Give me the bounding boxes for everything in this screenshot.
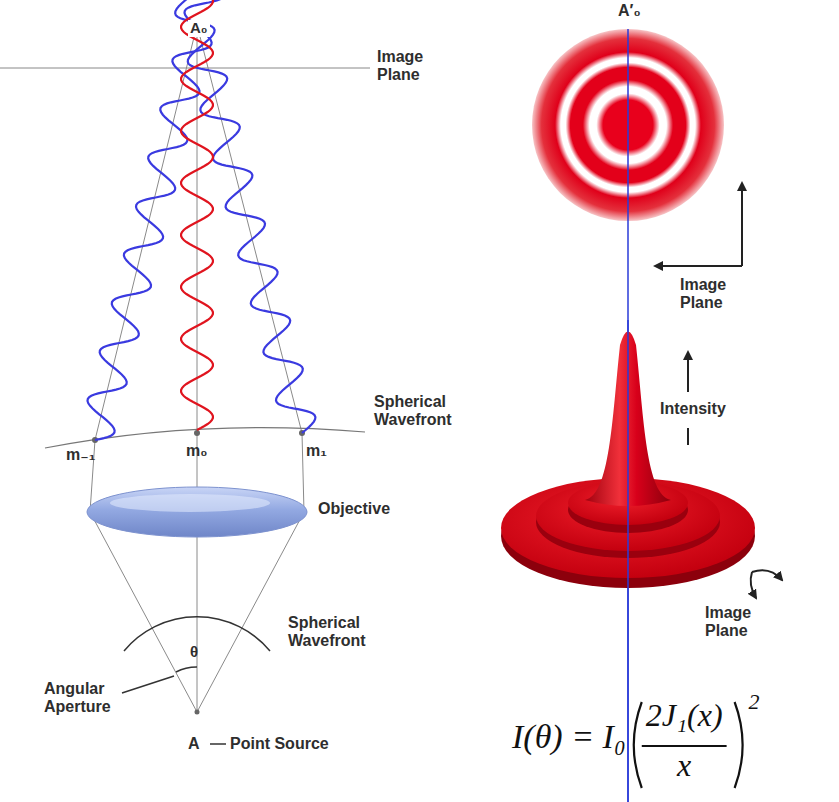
label: Image Plane [377,48,428,84]
objective-lens [87,487,307,537]
label: A [188,735,200,753]
label: m₁ [306,442,327,460]
airy-disk [532,29,724,221]
wavefront-points [92,430,305,443]
label: I(θ) = I₀ [512,718,626,756]
lens-highlight [110,494,270,512]
axis-arrow [752,570,782,580]
label: Angular Aperture [44,680,115,716]
ray-lines [90,25,304,712]
label: Intensity [660,400,726,418]
wave [175,0,315,433]
leader-line [210,743,226,745]
axis-arrow [655,265,742,267]
label: Image Plane [705,604,756,640]
label: A′₀ [618,2,641,20]
aperture-arc [176,667,197,672]
axis-arrow [741,183,743,266]
label: Point Source [230,735,329,753]
label: 2J₁(x) [646,698,723,734]
label: Objective [318,500,390,518]
label: m₋₁ [66,446,95,464]
label: Image Plane [680,276,731,312]
wave [181,0,213,430]
label: m₀ [186,442,207,460]
label: A₀ [188,20,210,37]
label: θ [190,644,198,661]
image-plane-line [0,68,370,69]
label: Spherical Wavefront [288,614,370,650]
leader-line [122,676,174,693]
label: x [677,748,691,784]
axis-arrow [687,352,689,392]
light-waves [88,0,316,440]
point-source [195,710,200,715]
label: Spherical Wavefront [374,393,456,429]
label: 2 [749,690,760,715]
wave [88,0,224,440]
